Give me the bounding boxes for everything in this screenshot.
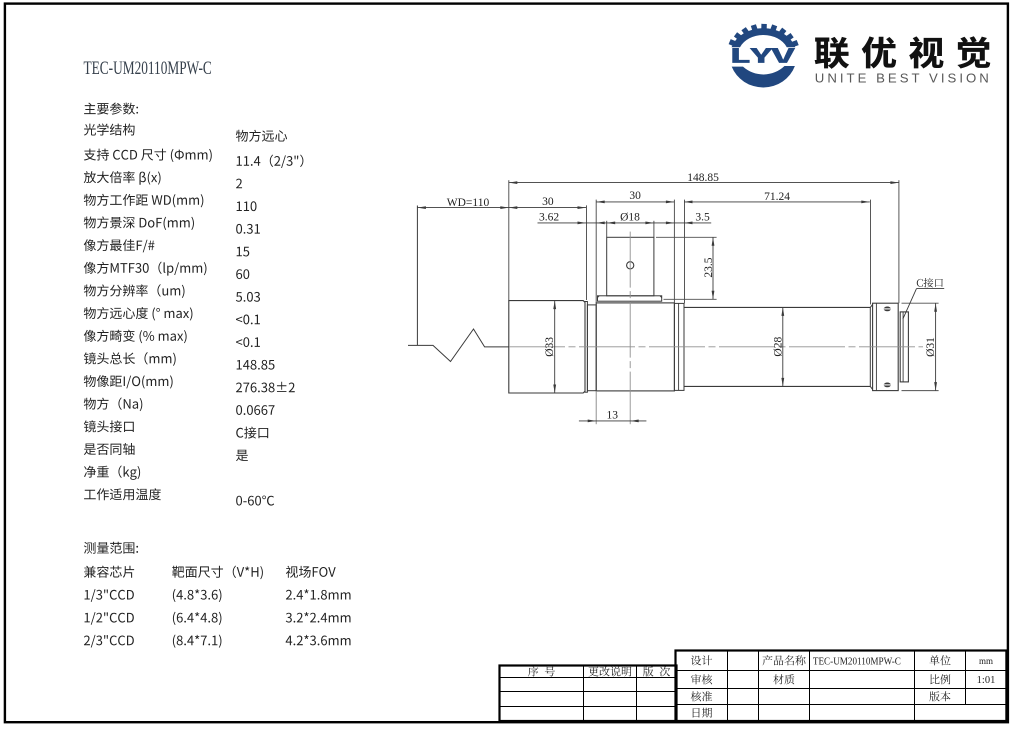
svg-text:TEC-UM20110MPW-C: TEC-UM20110MPW-C [813,655,901,667]
svg-text:148.85: 148.85 [687,172,719,184]
svg-text:Ø28: Ø28 [772,337,784,357]
svg-text:3.5: 3.5 [695,211,710,223]
svg-text:1:01: 1:01 [977,675,996,686]
svg-text:Ø31: Ø31 [925,337,937,357]
svg-text:Ø33: Ø33 [544,337,556,357]
svg-text:UNITE BEST VISION: UNITE BEST VISION [815,70,989,85]
svg-text:30: 30 [542,196,554,208]
svg-text:mm: mm [979,656,993,666]
svg-text:23.5: 23.5 [703,257,715,277]
svg-text:TEC-UM20110MPW-C: TEC-UM20110MPW-C [84,59,212,79]
svg-text:WD=110: WD=110 [447,197,490,209]
svg-text:30: 30 [629,190,641,202]
svg-text:13: 13 [607,409,619,421]
svg-text:Ø18: Ø18 [620,211,640,223]
svg-text:71.24: 71.24 [764,191,790,203]
svg-text:3.62: 3.62 [539,211,559,223]
